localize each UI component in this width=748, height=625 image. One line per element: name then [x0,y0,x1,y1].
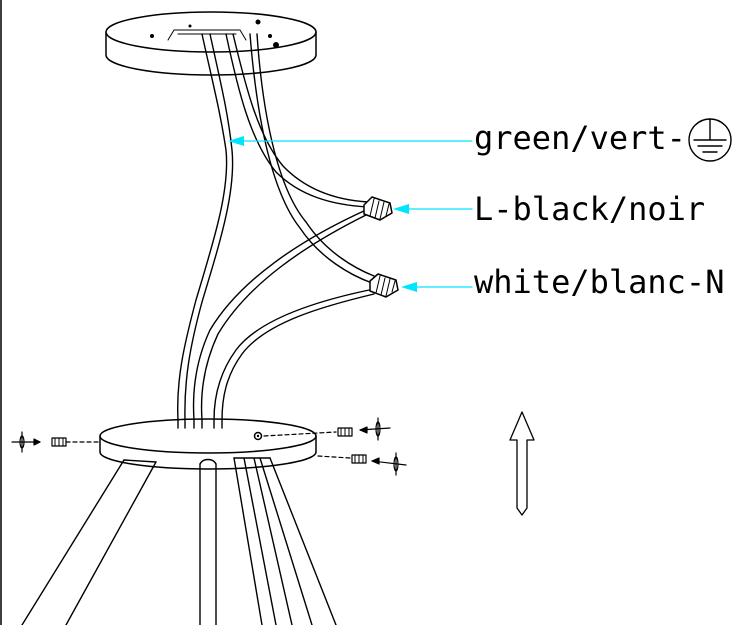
screw-left [11,431,99,453]
ground-leader-arrowhead [228,136,244,146]
wire-entry [177,419,223,429]
screw-right-upper [263,417,391,441]
earth-ground-icon [688,118,732,162]
up-arrow-icon [509,411,535,516]
fixture-arms [21,457,337,625]
line-leader-arrowhead [393,204,409,214]
screw-right-lower [317,452,407,476]
fixture-canopy [99,418,317,470]
wire-nut-black [363,196,393,221]
ground-wire-label: green/vert- [474,119,686,157]
wire-nut-white [369,273,399,298]
wire-bundle [177,33,375,421]
leader-arrows [228,136,473,292]
neutral-leader-arrowhead [401,282,417,292]
neutral-wire-label: white/blanc-N [474,263,725,301]
ceiling-canopy [105,11,317,76]
line-wire-label: L-black/noir [474,190,706,228]
